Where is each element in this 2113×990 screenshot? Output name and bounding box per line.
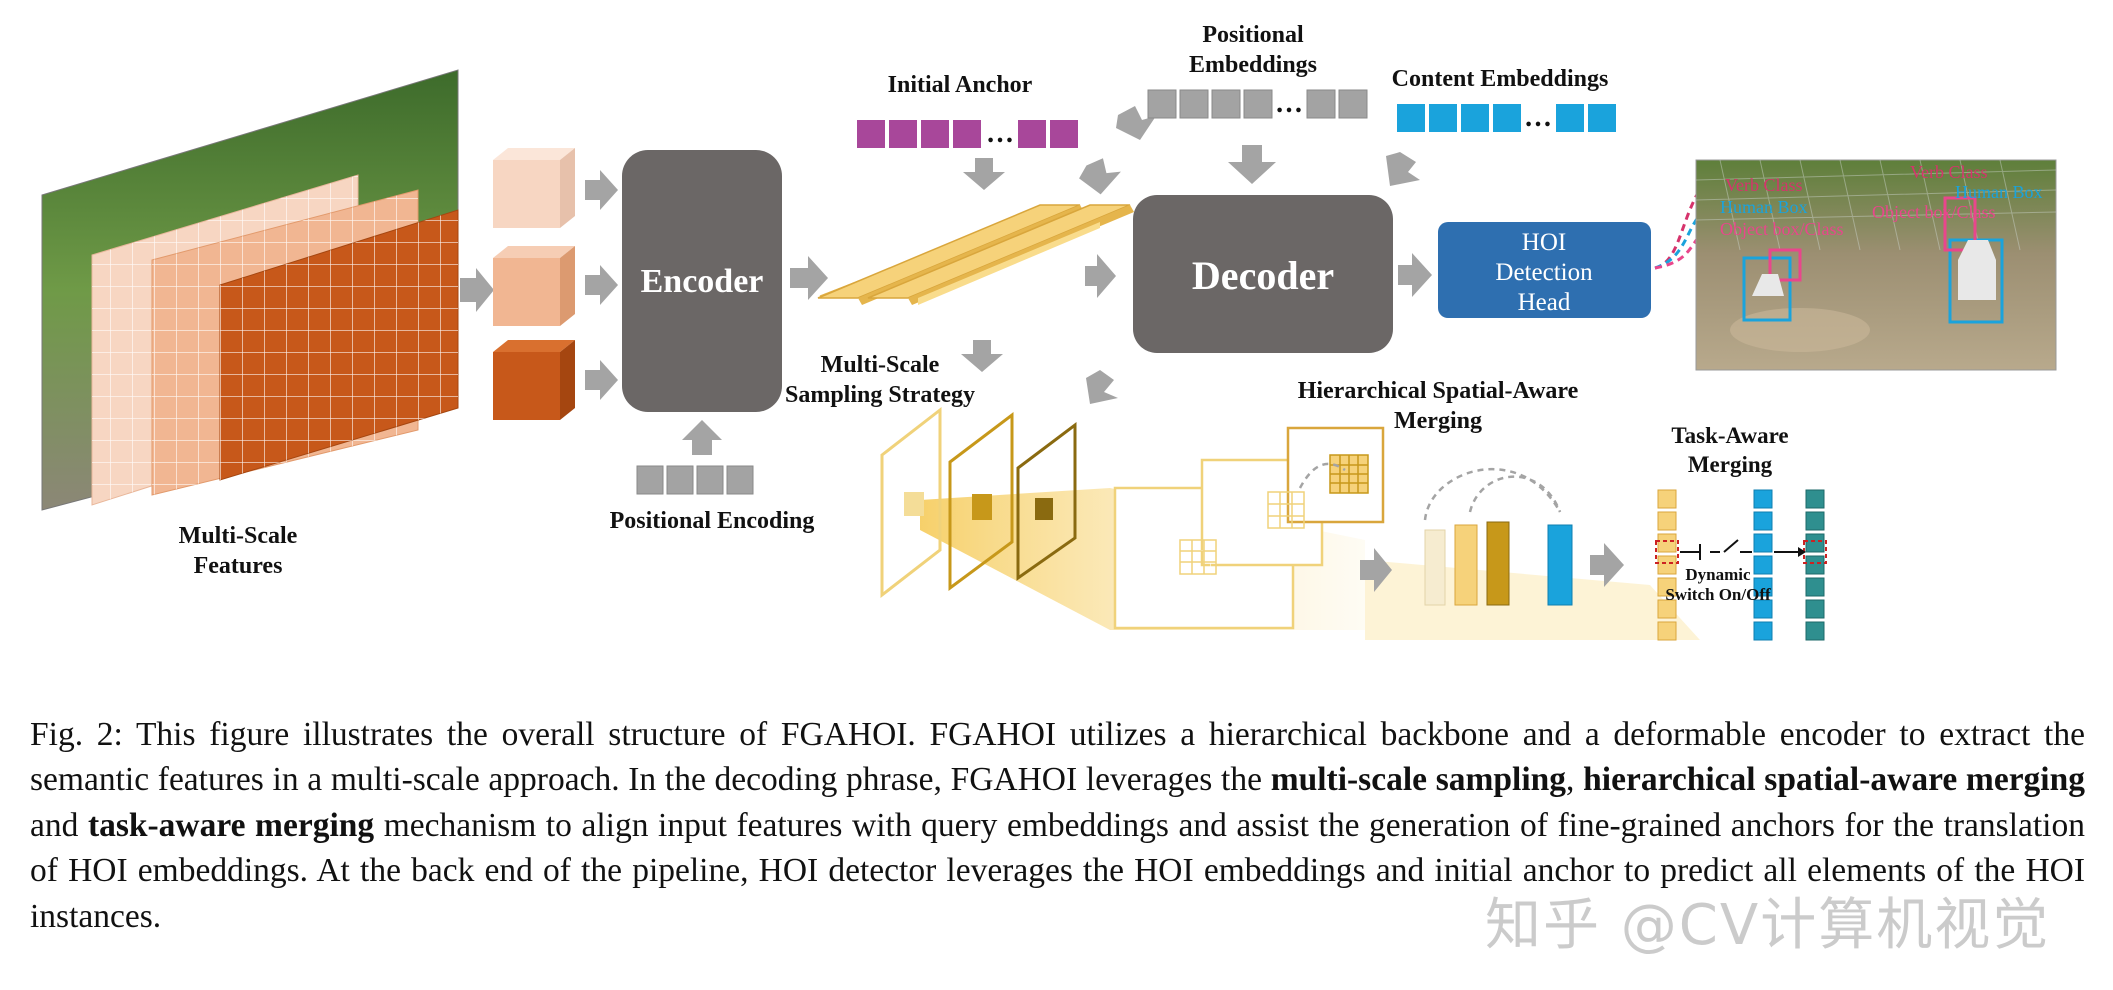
arrow-icon	[1086, 370, 1118, 404]
arrow-icon	[1360, 548, 1392, 592]
architecture-diagram: Multi-Scale Features Encoder	[41, 22, 2057, 641]
caption-bold-1: multi-scale sampling	[1270, 761, 1567, 798]
cube-light	[493, 148, 575, 228]
human-box-label-right: Human Box	[1955, 182, 2043, 202]
hoi-head-label-2: Detection	[1495, 259, 1593, 286]
merged-feature-bars	[1423, 467, 1573, 606]
content-embeddings-label: Content Embeddings	[1392, 66, 1609, 92]
hier-merging-label-2: Merging	[1394, 408, 1482, 434]
content-embeddings-tokens: Content Embeddings …	[1392, 66, 1616, 133]
positional-embeddings-label-2: Embeddings	[1189, 52, 1317, 78]
watermark: 知乎 @CV计算机视觉	[1485, 893, 2051, 958]
arrow-icon	[1386, 152, 1420, 186]
arrow-icon	[963, 158, 1005, 190]
multi-scale-features: Multi-Scale Features	[41, 69, 459, 579]
caption-text-4: mechanism to align input features with q…	[30, 806, 2085, 935]
dynamic-switch-label-2: Switch On/Off	[1665, 585, 1771, 604]
positional-embeddings-tokens: Positional Embeddings …	[1147, 22, 1368, 119]
hierarchical-merging: Hierarchical Spatial-Aware Merging	[1113, 378, 1579, 630]
caption-text-3: and	[30, 806, 88, 844]
arrow-icon	[585, 170, 618, 210]
feature-cubes	[493, 148, 618, 420]
task-merging-label-1: Task-Aware	[1671, 423, 1788, 448]
features-label-1: Multi-Scale	[179, 523, 298, 549]
arrow-icon	[460, 268, 494, 312]
verb-class-label-right: Verb Class	[1910, 162, 1988, 182]
verb-class-label: Verb Class	[1725, 175, 1803, 195]
hoi-head-label-1: HOI	[1522, 229, 1566, 256]
human-box-label: Human Box	[1720, 197, 1808, 217]
encoder-box	[622, 150, 782, 412]
figure-caption: Fig. 2: This figure illustrates the over…	[30, 712, 2085, 940]
caption-bold-3: task-aware merging	[87, 806, 375, 844]
arrow-icon	[1085, 254, 1116, 298]
sampling-ridges	[817, 204, 1134, 305]
dynamic-switch-label-1: Dynamic	[1685, 565, 1751, 584]
caption-bold-2: hierarchical spatial-aware merging	[1583, 761, 2085, 798]
arrow-icon	[1079, 158, 1121, 195]
anchor-ellipsis: …	[986, 118, 1014, 149]
features-label-2: Features	[194, 553, 283, 579]
positional-encoding-label: Positional Encoding	[610, 508, 815, 534]
initial-anchor-tokens: Initial Anchor …	[857, 72, 1078, 149]
positional-embeddings-label-1: Positional	[1202, 22, 1304, 48]
caption-text-2: ,	[1566, 761, 1584, 798]
positional-encoding-tokens	[636, 465, 754, 495]
object-box-class-label-right: Object box/Class	[1872, 202, 1996, 222]
arrow-icon	[1590, 543, 1624, 587]
decoder-box	[1133, 195, 1393, 353]
content-ellipsis: …	[1524, 102, 1552, 133]
sampling-label-2: Sampling Strategy	[785, 382, 975, 408]
arrow-icon	[682, 420, 722, 455]
hier-merging-label-1: Hierarchical Spatial-Aware	[1298, 378, 1579, 404]
arrow-icon	[585, 265, 618, 305]
arrow-icon	[1228, 145, 1276, 184]
hoi-head-label-3: Head	[1518, 289, 1571, 316]
caption-text-1: Fig. 2: This figure illustrates the over…	[30, 715, 2085, 799]
task-aware-merging: Task-Aware Merging Dynamic Switch On/Off	[1655, 423, 1827, 641]
cube-mid	[493, 246, 575, 326]
hoi-head: HOI Detection Head	[1438, 222, 1651, 318]
decoder-block: Decoder	[1133, 195, 1393, 353]
arrow-icon	[961, 340, 1003, 372]
arrow-icon	[1116, 106, 1156, 140]
object-box-class-label: Object box/Class	[1720, 219, 1844, 239]
arrow-icon	[790, 256, 828, 300]
initial-anchor-label: Initial Anchor	[888, 72, 1033, 98]
result-image: Verb Class Human Box Object box/Class Ve…	[1695, 159, 2057, 371]
arrow-icon	[1398, 253, 1432, 297]
encoder-block: Encoder	[622, 150, 782, 412]
hoi-head-box	[1438, 222, 1651, 318]
cube-dark	[493, 340, 575, 420]
task-merging-label-2: Merging	[1688, 452, 1773, 477]
positional-ellipsis: …	[1275, 88, 1303, 119]
decoder-label: Decoder	[1192, 253, 1334, 298]
arrow-icon	[585, 360, 618, 400]
encoder-label: Encoder	[641, 263, 764, 300]
sampling-label-1: Multi-Scale	[821, 352, 940, 378]
